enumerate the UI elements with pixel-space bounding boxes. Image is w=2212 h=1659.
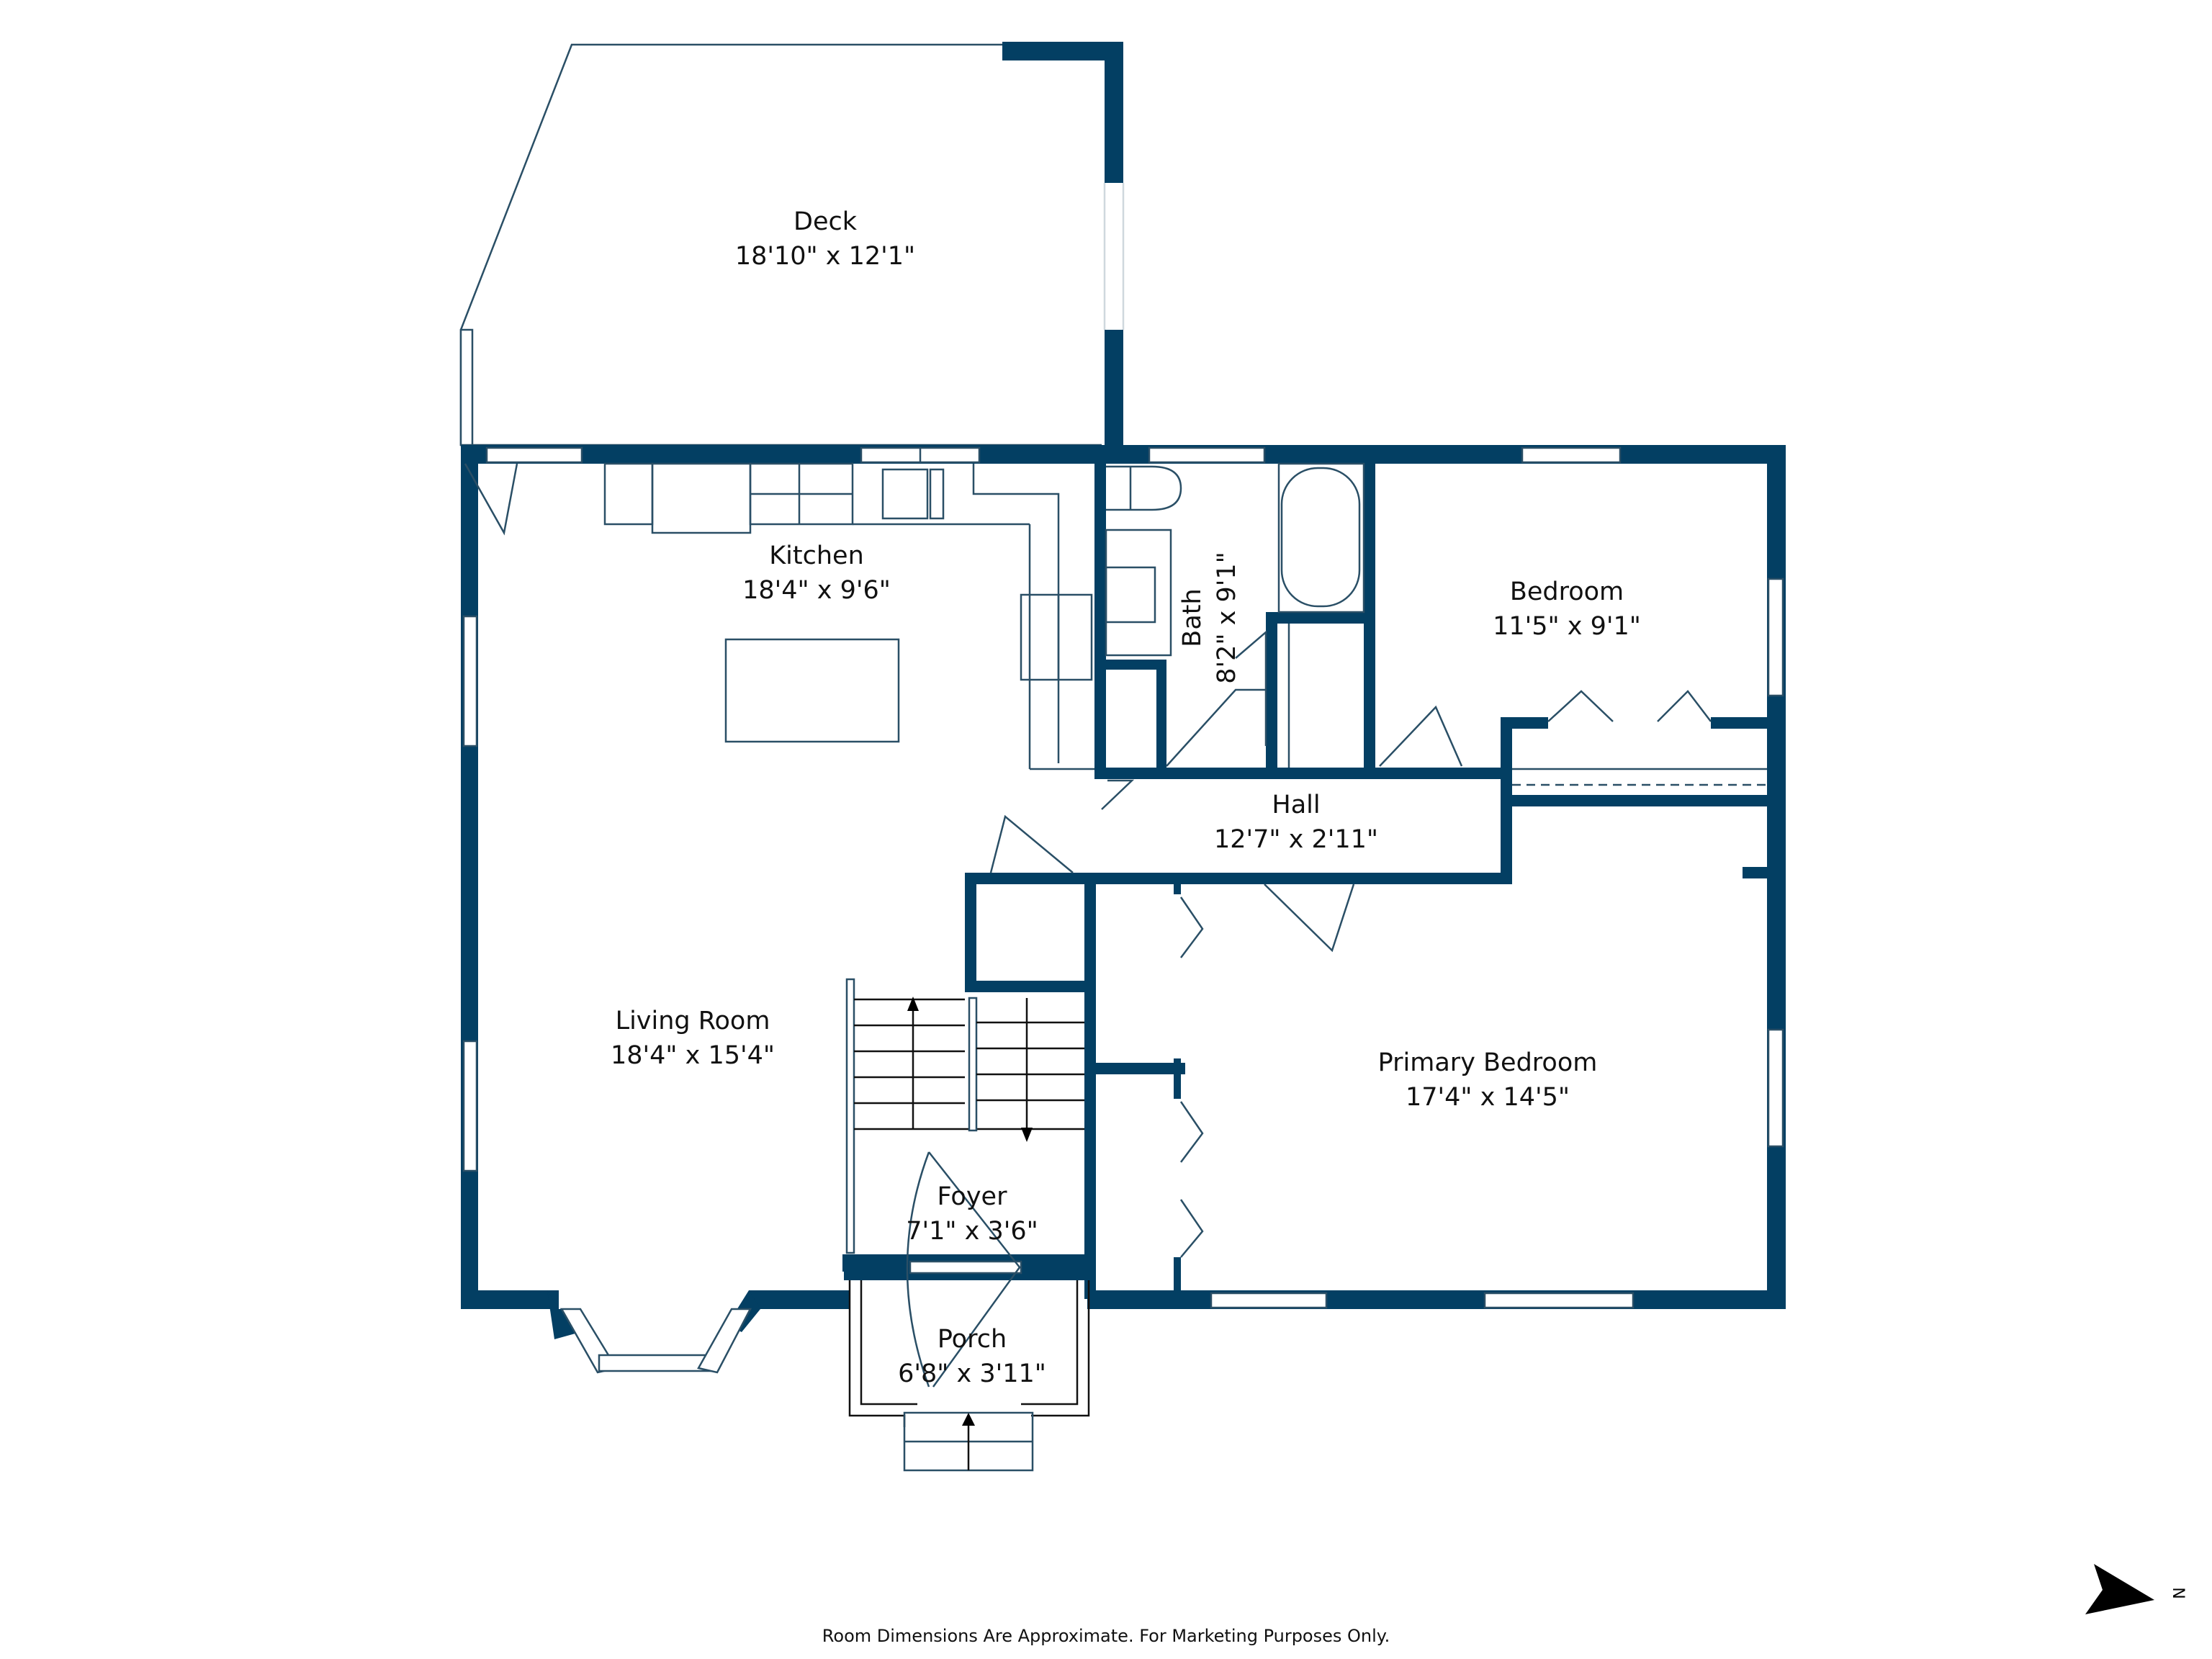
room-name: Bedroom	[1509, 577, 1624, 606]
room-label-living-room: Living Room 18'4" x 15'4"	[611, 1004, 775, 1073]
room-label-porch: Porch 6'8" x 3'11"	[898, 1322, 1046, 1391]
compass-north-label: N	[2171, 1587, 2190, 1599]
room-name: Foyer	[937, 1182, 1007, 1211]
room-label-primary-bedroom: Primary Bedroom 17'4" x 14'5"	[1378, 1046, 1598, 1115]
room-dimensions: 11'5" x 9'1"	[1493, 612, 1641, 641]
room-dimensions: 7'1" x 3'6"	[906, 1217, 1038, 1246]
door-swings	[989, 814, 1355, 1258]
disclaimer-text: Room Dimensions Are Approximate. For Mar…	[822, 1626, 1390, 1646]
top-windows	[485, 446, 1622, 464]
room-dimensions: 6'8" x 3'11"	[898, 1359, 1046, 1388]
room-label-deck: Deck 18'10" x 12'1"	[735, 204, 915, 274]
north-arrow-icon	[2085, 1564, 2154, 1614]
room-label-hall: Hall 12'7" x 2'11"	[1214, 788, 1378, 857]
room-dimensions: 18'10" x 12'1"	[734, 242, 916, 271]
room-dimensions: 12'7" x 2'11"	[1213, 825, 1379, 854]
room-name: Hall	[1272, 791, 1321, 819]
room-name: Bath	[1178, 588, 1207, 647]
room-name: Kitchen	[769, 541, 864, 570]
deck-outline	[459, 42, 1125, 451]
bottom-windows	[1210, 1292, 1635, 1309]
left-windows	[462, 615, 478, 1172]
room-label-bath: Bath 8'2" x 9'1"	[1175, 552, 1244, 683]
kitchen-island	[724, 638, 900, 743]
room-name: Porch	[937, 1325, 1007, 1354]
room-dimensions: 8'2" x 9'1"	[1213, 552, 1241, 684]
room-dimensions: 17'4" x 14'5"	[1405, 1083, 1570, 1112]
staircase	[845, 978, 1084, 1254]
right-windows	[1767, 577, 1784, 1148]
porch-steps-arrow-icon	[962, 1413, 975, 1426]
room-dimensions: 18'4" x 9'6"	[742, 576, 891, 605]
bay-window	[547, 1290, 760, 1374]
stairs-up-arrow-icon	[907, 997, 919, 1011]
room-dimensions: 18'4" x 15'4"	[610, 1041, 775, 1070]
bath-fixtures	[1101, 462, 1767, 810]
room-label-foyer: Foyer 7'1" x 3'6"	[906, 1179, 1038, 1249]
room-name: Deck	[793, 207, 857, 236]
porch-outline	[848, 1280, 1090, 1472]
front-door	[906, 1151, 1022, 1388]
kitchen-fixtures	[464, 462, 1094, 770]
room-name: Primary Bedroom	[1377, 1048, 1598, 1077]
room-label-kitchen: Kitchen 18'4" x 9'6"	[742, 539, 891, 608]
stairs-down-arrow-icon	[1021, 1128, 1033, 1142]
room-label-bedroom: Bedroom 11'5" x 9'1"	[1493, 575, 1641, 644]
room-name: Living Room	[615, 1007, 770, 1035]
